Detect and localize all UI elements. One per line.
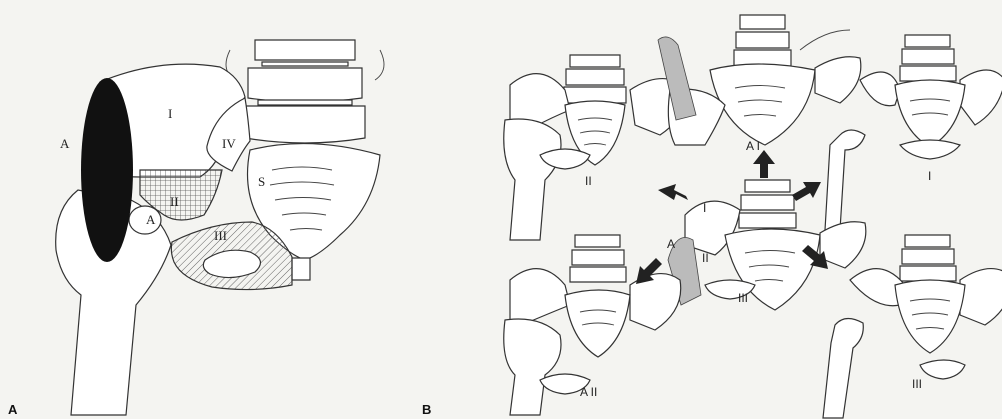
pelvis-sketch-top-center — [658, 15, 861, 145]
label-a-inner: A — [146, 212, 156, 227]
label-bottom-right-iii: III — [912, 377, 922, 391]
label-bottom-left-aii: A II — [580, 385, 597, 399]
label-region-i: I — [168, 106, 172, 121]
label-region-iv: IV — [222, 136, 236, 151]
label-region-ii: II — [170, 194, 179, 209]
arrow-up-right — [792, 182, 821, 201]
lumbar-spine-drawing — [226, 40, 384, 143]
label-top-center-ai: A I — [746, 139, 760, 153]
femoral-head-region-a — [129, 206, 161, 234]
panel-a-drawing: A I IV S II A III A — [8, 40, 384, 417]
label-center-ii: II — [702, 251, 709, 265]
panel-b-letter: B — [422, 402, 431, 417]
label-sacrum: S — [258, 174, 265, 189]
label-region-iii: III — [214, 228, 227, 243]
arrow-up — [753, 150, 775, 178]
label-center-i: I — [703, 201, 706, 215]
pelvis-sketch-top-left — [504, 55, 686, 240]
label-top-left-ii: II — [585, 174, 592, 188]
label-center-a: A — [667, 237, 675, 251]
label-top-right-i: I — [928, 169, 931, 183]
label-center-iii: III — [738, 291, 748, 305]
panel-a-letter: A — [8, 402, 18, 417]
label-a-outer: A — [60, 136, 70, 151]
arrow-up-left — [658, 184, 688, 200]
region-a-dark — [81, 78, 133, 262]
panel-b-drawing: II A I I — [422, 15, 1002, 418]
